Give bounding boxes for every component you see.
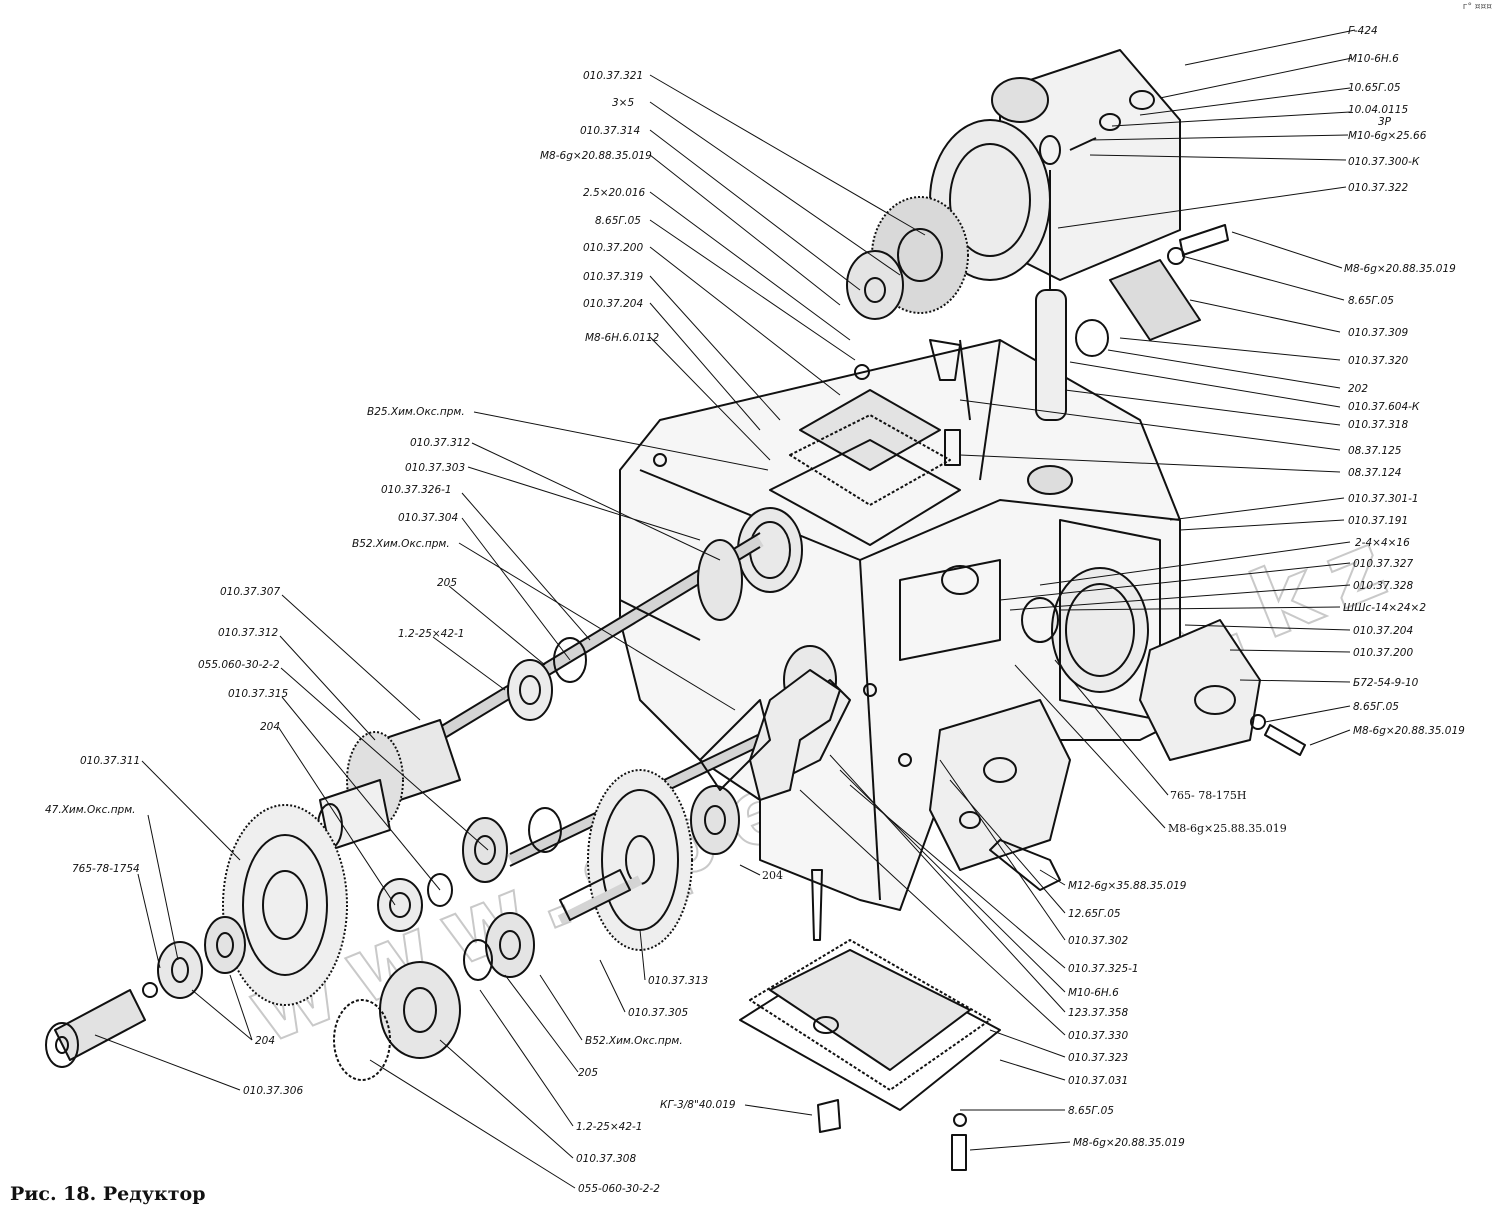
callout-label: 010.37.204 — [1353, 625, 1413, 637]
callout-label: 010.37.204 — [583, 298, 643, 310]
callout-label: 010.37.312 — [218, 627, 278, 639]
callout-label: 205 — [578, 1067, 598, 1079]
callout-label: 2.5×20.016 — [583, 187, 646, 199]
callout-label: 12.65Г.05 — [1068, 908, 1121, 920]
callout-label: Г-424 — [1348, 25, 1378, 37]
callout-label: КГ-3/8"40.019 — [660, 1099, 736, 1111]
callout-label: 010.37.311 — [80, 755, 140, 767]
right-side-parts — [929, 224, 1306, 891]
left-shafts-and-gears — [45, 532, 841, 1081]
callout-label: М10-6Н.6 — [1068, 987, 1119, 999]
callout-label: 010.37.309 — [1348, 327, 1408, 339]
callout-label: М8-6g×25.88.35.019 — [1168, 822, 1287, 835]
callout-label: 010.37.322 — [1348, 182, 1408, 194]
callout-label: 202 — [1348, 383, 1368, 395]
callout-labels: Г-424 М10-6Н.6 10.65Г.05 10.04.0115 3Р М… — [45, 25, 1465, 1195]
callout-label: Б72-54-9-10 — [1353, 677, 1419, 689]
callout-label: 8.65Г.05 — [1068, 1105, 1114, 1117]
bottom-pan — [739, 869, 1001, 1171]
callout-label: В52.Хим.Окс.прм. — [352, 538, 450, 550]
callout-label: 010.37.314 — [580, 125, 640, 137]
callout-label: 010.37.307 — [220, 586, 280, 598]
callout-label: М8-6g×20.88.35.019 — [1073, 1137, 1185, 1149]
callout-label: 10.65Г.05 — [1348, 82, 1401, 94]
callout-label: 010.37.302 — [1068, 935, 1128, 947]
callout-label: 205 — [437, 577, 457, 589]
callout-label: 204 — [255, 1035, 275, 1047]
callout-label: 010.37.313 — [648, 975, 708, 987]
callout-label: 010.37.323 — [1068, 1052, 1128, 1064]
callout-label: 1.2-25×42-1 — [576, 1121, 642, 1133]
callout-label: 08.37.125 — [1348, 445, 1402, 457]
motor-assembly — [846, 49, 1181, 421]
callout-label: 8.65Г.05 — [595, 215, 641, 227]
figure-caption: Рис. 18. Редуктор — [10, 1183, 206, 1205]
callout-label: М10-6Н.6 — [1348, 53, 1399, 65]
callout-label: 204 — [260, 721, 280, 733]
callout-label: 010.37.330 — [1068, 1030, 1128, 1042]
callout-label: 010.37.312 — [410, 437, 470, 449]
callout-label: 010.37.304 — [398, 512, 458, 524]
callout-label: 010.37.328 — [1353, 580, 1413, 592]
callout-label: 010.37.320 — [1348, 355, 1408, 367]
callout-label: 010.37.301-1 — [1348, 493, 1419, 505]
callout-label: ШШс-14×24×2 — [1343, 602, 1426, 614]
callout-label: 010.37.303 — [405, 462, 465, 474]
callout-label: 010.37.200 — [1353, 647, 1413, 659]
callout-label: 2-4×4×16 — [1355, 537, 1410, 549]
callout-label: 010.37.308 — [576, 1153, 636, 1165]
callout-label: М8-6g×20.88.35.019 — [540, 150, 652, 162]
callout-label: 010.37.315 — [228, 688, 288, 700]
callout-label: 010.37.200 — [583, 242, 643, 254]
callout-label: 010.37.327 — [1353, 558, 1413, 570]
leader-lines — [94, 29, 1356, 1189]
callout-label: В25.Хим.Окс.прм. — [367, 406, 465, 418]
callout-label: 3Р — [1378, 116, 1392, 128]
callout-label: 8.65Г.05 — [1353, 701, 1399, 713]
callout-label: 010.37.318 — [1348, 419, 1408, 431]
callout-label: 47.Хим.Окс.прм. — [45, 804, 135, 816]
callout-label: 3×5 — [612, 97, 634, 109]
callout-label: 010.37.319 — [583, 271, 643, 283]
callout-label: 765- 78-175Н — [1170, 789, 1247, 802]
callout-label: 10.04.0115 — [1348, 104, 1408, 116]
callout-label: 1.2-25×42-1 — [398, 628, 464, 640]
callout-label: 010.37.326-1 — [381, 484, 452, 496]
callout-label: 123.37.358 — [1068, 1007, 1128, 1019]
callout-label: 055.060-30-2-2 — [198, 659, 280, 671]
top-cover — [769, 364, 961, 546]
callout-label: 055-060-30-2-2 — [578, 1183, 660, 1195]
callout-label: 08.37.124 — [1348, 467, 1401, 479]
callout-label: 010.37.321 — [583, 70, 643, 82]
parts-drawing — [45, 49, 1306, 1171]
callout-label: 204 — [762, 869, 783, 882]
callout-label: 010.37.325-1 — [1068, 963, 1139, 975]
callout-label: М8-6Н.6.0112 — [585, 332, 660, 344]
callout-label: 765-78-1754 — [72, 863, 140, 875]
callout-label: 010.37.305 — [628, 1007, 688, 1019]
callout-label: 010.37.191 — [1348, 515, 1408, 527]
callout-label: 8.65Г.05 — [1348, 295, 1394, 307]
callout-label: М8-6g×20.88.35.019 — [1353, 725, 1465, 737]
corner-mark: г° ¤¤¤ — [1462, 2, 1492, 12]
callout-label: М8-6g×20.88.35.019 — [1344, 263, 1456, 275]
callout-label: 010.37.300-К — [1348, 156, 1420, 168]
callout-label: 010.37.031 — [1068, 1075, 1128, 1087]
callout-label: М12-6g×35.88.35.019 — [1068, 880, 1187, 892]
callout-label: 010.37.604-К — [1348, 401, 1420, 413]
callout-label: 010.37.306 — [243, 1085, 303, 1097]
callout-label: В52.Хим.Окс.прм. — [585, 1035, 683, 1047]
callout-label: М10-6g×25.66 — [1348, 130, 1427, 142]
